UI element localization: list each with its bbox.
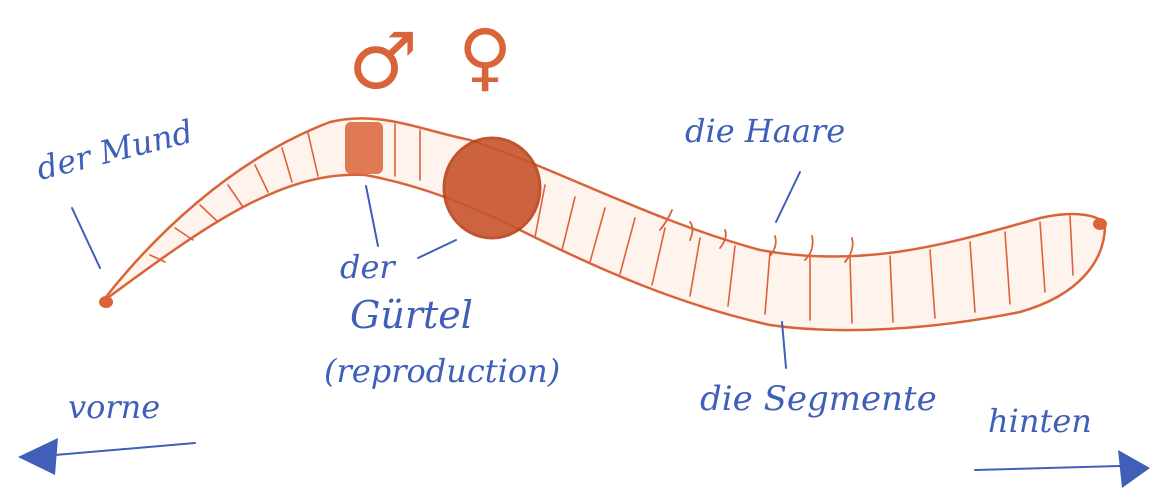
- female-symbol: ♀: [458, 14, 512, 100]
- arrow-front: [18, 438, 195, 475]
- label-back: hinten: [988, 402, 1092, 440]
- label-segments: die Segmente: [700, 379, 937, 419]
- label-clitellum-line3: (reproduction): [324, 352, 560, 390]
- arrow-front-head: [18, 438, 58, 475]
- worm: [99, 118, 1107, 330]
- male-symbol: ♂: [348, 17, 418, 107]
- worm-tail-tip: [1093, 218, 1107, 230]
- male-pore: [345, 122, 383, 174]
- worm-body: [102, 118, 1105, 330]
- label-front: vorne: [68, 388, 160, 426]
- clitellum: [444, 138, 540, 238]
- label-clitellum-line1: der: [340, 248, 396, 286]
- label-mouth: der Mund: [33, 112, 197, 187]
- arrow-back: [975, 450, 1150, 488]
- worm-mouth-tip: [99, 296, 113, 308]
- arrow-back-head: [1118, 450, 1150, 488]
- label-clitellum-line2: Gürtel: [350, 293, 473, 337]
- label-hairs: die Haare: [685, 112, 845, 150]
